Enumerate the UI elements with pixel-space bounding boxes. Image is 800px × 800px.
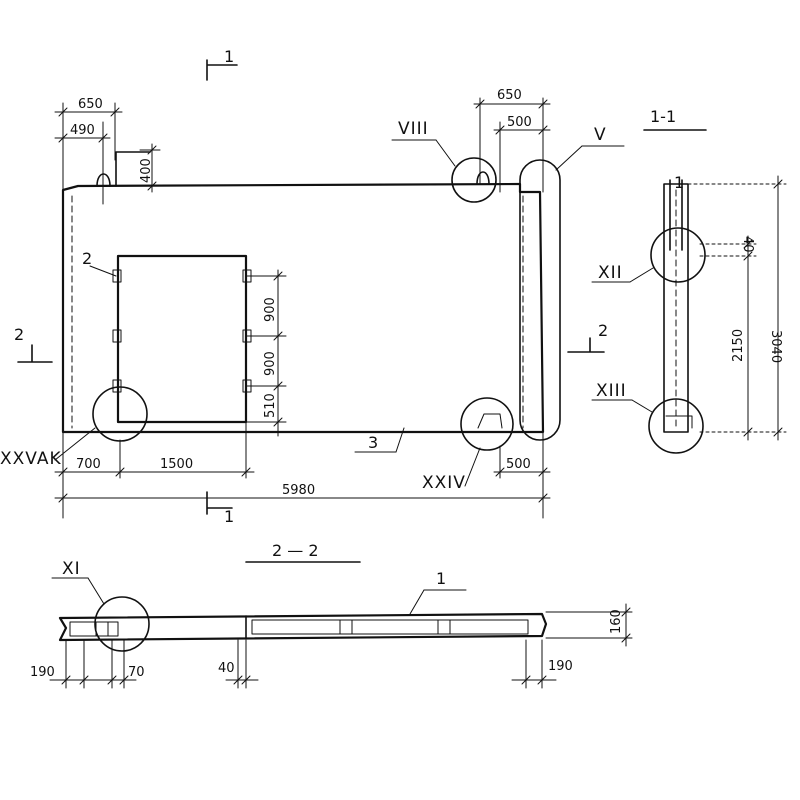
dim-190-left: 190 bbox=[30, 665, 55, 680]
section-1-1: 1-1 40 2150 3040 1 XII XIII bbox=[591, 107, 787, 454]
dim-40-section-1: 40 bbox=[740, 236, 755, 253]
leader-v bbox=[555, 145, 583, 171]
position-label-1: 1 bbox=[436, 569, 446, 588]
leader-xii bbox=[629, 267, 654, 283]
dim-900-a: 900 bbox=[263, 297, 278, 322]
dim-510: 510 bbox=[263, 393, 278, 418]
callout-label-xxiv: XXIV bbox=[422, 473, 466, 493]
plan-dimension-ticks bbox=[58, 99, 548, 503]
section-2-2: 2 — 2 bbox=[30, 541, 633, 689]
dim-2150: 2150 bbox=[731, 329, 746, 362]
callout-circle-xxiv bbox=[460, 397, 514, 451]
section-1-1-title: 1-1 bbox=[650, 107, 676, 126]
support-detail bbox=[477, 413, 503, 429]
opening-frame bbox=[116, 254, 248, 424]
dim-500-bottom: 500 bbox=[506, 457, 531, 472]
panel-outline bbox=[61, 182, 545, 434]
section-2-left-mark bbox=[17, 344, 53, 363]
position-label-3: 3 bbox=[368, 433, 378, 452]
callout-ellipse-v bbox=[519, 159, 561, 441]
plan-dimension-lines bbox=[54, 97, 551, 519]
dim-500-top: 500 bbox=[507, 115, 532, 130]
dim-190-right: 190 bbox=[548, 659, 573, 674]
leader-xxiv bbox=[464, 447, 481, 487]
section-1-1-bottom-detail bbox=[665, 415, 693, 429]
section-2-left-label: 2 bbox=[14, 325, 24, 344]
dim-650-left: 650 bbox=[78, 97, 103, 112]
section-1-1-dimension-lines bbox=[687, 175, 787, 441]
callout-circle-xii bbox=[650, 227, 706, 283]
dim-3040: 3040 bbox=[768, 330, 783, 363]
section-1-bottom-mark bbox=[206, 491, 233, 515]
dim-490: 490 bbox=[70, 123, 95, 138]
callout-circle-xiii bbox=[648, 398, 704, 454]
leader-pos1 bbox=[409, 589, 425, 615]
callout-label-v: V bbox=[594, 125, 607, 145]
position-label-2: 2 bbox=[82, 249, 92, 268]
section-2-2-dimension-lines bbox=[49, 603, 633, 689]
section-2-right-mark bbox=[567, 337, 605, 353]
leader-xxvak bbox=[54, 427, 96, 461]
leader-xiii bbox=[631, 399, 653, 413]
dim-1500: 1500 bbox=[160, 457, 193, 472]
callout-label-xxvak: XXVAK bbox=[0, 449, 62, 469]
dim-400: 400 bbox=[139, 158, 154, 183]
section-2-right-label: 2 bbox=[598, 321, 608, 340]
section-1-top-label: 1 bbox=[224, 47, 234, 66]
callout-label-xi: XI bbox=[62, 559, 81, 579]
loop-bracket bbox=[115, 151, 151, 187]
section-2-2-title: 2 — 2 bbox=[272, 541, 319, 560]
dim-70: 70 bbox=[128, 665, 145, 680]
dim-160: 160 bbox=[609, 609, 624, 634]
callout-circle-viii bbox=[451, 157, 497, 203]
callout-circle-xi bbox=[94, 596, 150, 652]
position-label-1-section: 1 bbox=[674, 173, 684, 192]
section-1-top-mark bbox=[206, 59, 238, 81]
section-2-2-end-block bbox=[69, 621, 119, 637]
callout-label-xii: XII bbox=[598, 263, 623, 283]
leader-xi bbox=[87, 577, 105, 605]
lifting-loop-right bbox=[476, 171, 490, 185]
section-1-1-reinforcement bbox=[669, 179, 683, 251]
section-2-2-profile bbox=[58, 612, 548, 642]
dim-40-section-2: 40 bbox=[218, 661, 235, 676]
dim-650-right: 650 bbox=[497, 88, 522, 103]
leader-pos3 bbox=[395, 427, 405, 453]
dim-700: 700 bbox=[76, 457, 101, 472]
section-1-1-profile bbox=[663, 183, 689, 433]
dim-5980: 5980 bbox=[282, 483, 315, 498]
callout-label-xiii: XIII bbox=[596, 381, 627, 401]
leader-pos2 bbox=[89, 265, 117, 277]
embed-items bbox=[112, 269, 252, 393]
leader-viii bbox=[435, 139, 456, 167]
section-2-2-frame bbox=[251, 619, 529, 635]
section-1-bottom-label: 1 bbox=[224, 507, 234, 526]
callout-label-viii: VIII bbox=[398, 119, 429, 139]
plan-view: 650 490 400 650 500 900 900 510 700 1500… bbox=[0, 47, 625, 526]
dim-900-b: 900 bbox=[263, 351, 278, 376]
